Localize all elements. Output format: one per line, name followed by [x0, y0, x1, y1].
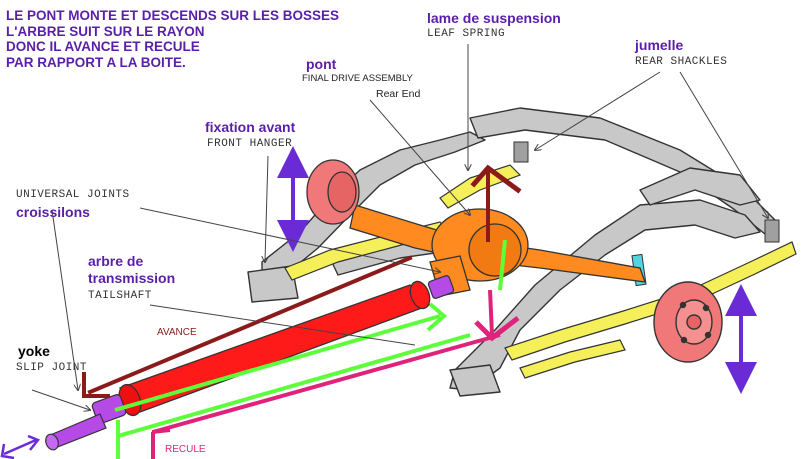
u-joints-label-fr: croissilons: [16, 204, 90, 220]
shackle-top: [513, 141, 529, 163]
front-hanger-label-en: FRONT HANGER: [207, 138, 293, 150]
note-line-2: L'ARBRE SUIT SUR LE RAYON: [6, 23, 205, 39]
u-joints-label-en: UNIVERSAL JOINTS: [16, 189, 130, 201]
leaf-spring-label-en: LEAF SPRING: [427, 28, 506, 40]
tailshaft-label-fr-1: arbre de: [88, 253, 144, 269]
recule-label: RECULE: [165, 444, 206, 455]
leaf-spring-label-fr: lame de suspension: [427, 10, 561, 26]
pont-label-fr: pont: [306, 56, 337, 72]
left-brake-drum: [306, 159, 360, 225]
recule-arrows: [151, 289, 520, 459]
rear-u-joint: [427, 275, 455, 299]
explanation-note: LE PONT MONTE ET DESCENDS SUR LES BOSSES…: [6, 8, 339, 70]
shackle-rear: [764, 219, 780, 243]
slip-joint-label: SLIP JOINT: [16, 362, 88, 374]
tailshaft-label-fr: arbre de transmission: [88, 253, 175, 287]
yoke-label: yoke: [18, 343, 50, 359]
front-hanger-label-fr: fixation avant: [205, 119, 296, 135]
green-arrows: [114, 239, 507, 459]
avance-label: AVANCE: [157, 327, 197, 338]
shackle-label-fr: jumelle: [635, 37, 684, 53]
pont-label-en: FINAL DRIVE ASSEMBLY: [302, 73, 413, 84]
leader-lines: [31, 44, 768, 410]
shackle-label-en: REAR SHACKLES: [635, 56, 728, 68]
note-line-3: DONC IL AVANCE ET RECULE: [6, 39, 200, 54]
slip-yoke: [45, 413, 107, 451]
right-brake-drum: [653, 281, 723, 363]
note-line-1: LE PONT MONTE ET DESCENDS SUR LES BOSSES: [6, 8, 340, 23]
note-line-4: PAR RAPPORT A LA BOITE.: [6, 54, 186, 70]
avance-arrow: [82, 164, 522, 398]
double-arrow-bottom-left: [0, 434, 41, 459]
rear-end-label: Rear End: [376, 88, 421, 100]
tailshaft-label-fr-2: transmission: [88, 270, 176, 286]
tailshaft-label-en: TAILSHAFT: [88, 290, 152, 302]
